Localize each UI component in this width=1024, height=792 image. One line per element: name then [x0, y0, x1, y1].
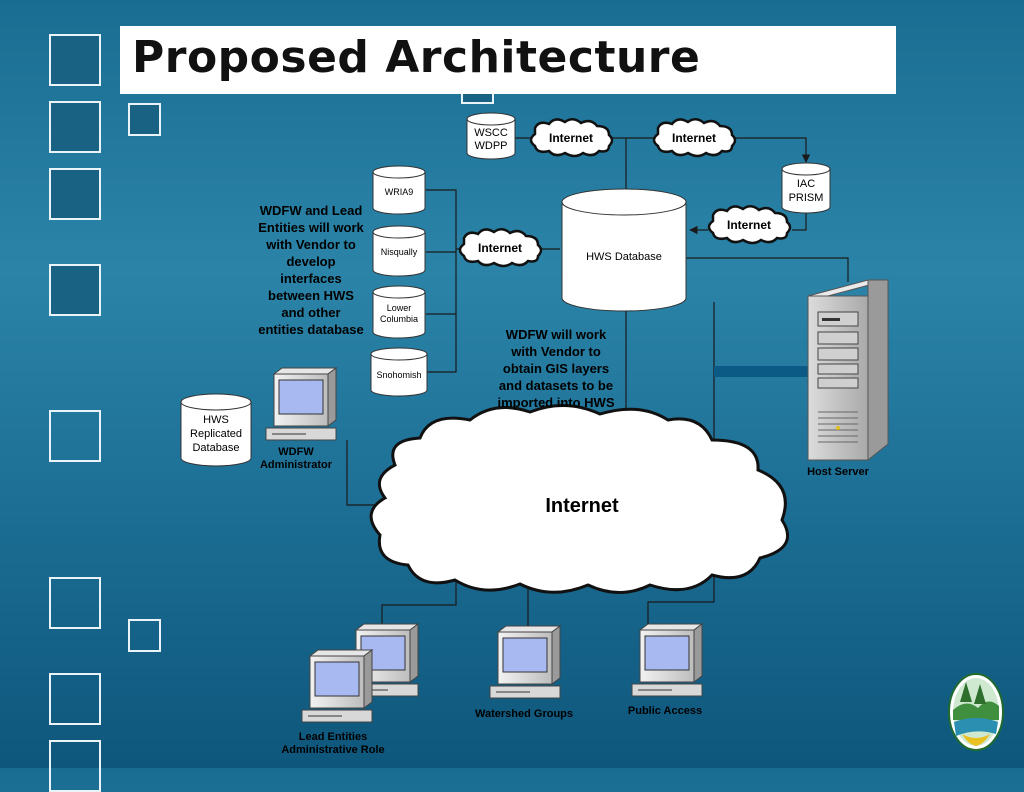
internet-cloud-small: Internet: [707, 205, 792, 245]
public-access-label: Public Access: [627, 705, 703, 717]
wdfw-admin-computer-icon: [265, 367, 338, 441]
database-label: Replicated: [190, 428, 242, 440]
wdfw-admin-label: WDFW Administrator: [259, 446, 333, 471]
database-label: Nisqually: [381, 247, 418, 257]
public-computer-icon: [631, 623, 704, 697]
lead-entities-label: Lead Entities Administrative Role: [281, 731, 385, 756]
database-label: HWS Database: [586, 251, 662, 263]
cloud-label: Internet: [478, 241, 522, 255]
database-label: IAC: [797, 178, 815, 190]
architecture-diagram: Internet Internet Internet Internet Inte…: [180, 112, 1004, 751]
note-interfaces: WDFW and Lead Entities will work with Ve…: [258, 203, 364, 337]
database-iac-prism: IAC PRISM: [781, 162, 831, 214]
database-wscc: WSCC WDPP: [466, 112, 516, 160]
decorative-square: [49, 34, 101, 86]
cloud-label: Internet: [727, 218, 771, 232]
page-title: Proposed Architecture: [132, 32, 701, 83]
wdfw-logo-icon: [948, 673, 1004, 751]
database-label: WRIA9: [385, 187, 414, 197]
database-label: Snohomish: [376, 370, 421, 380]
decorative-square: [49, 168, 101, 220]
decorative-square: [49, 577, 101, 629]
decorative-square: [49, 101, 101, 153]
database-label: WDPP: [475, 140, 508, 152]
database-lower-columbia: Lower Columbia: [372, 285, 426, 339]
database-snohomish: Snohomish: [370, 347, 428, 397]
database-label: Database: [192, 442, 239, 454]
decorative-square: [49, 410, 101, 462]
lead-entity-computer-front-icon: [301, 649, 374, 723]
internet-cloud-small: Internet: [652, 118, 737, 158]
decorative-square: [128, 103, 161, 136]
decorative-square: [49, 264, 101, 316]
database-label: Columbia: [380, 314, 418, 324]
database-label: WSCC: [474, 127, 508, 139]
internet-cloud-small: Internet: [529, 118, 614, 158]
cloud-label: Internet: [672, 131, 716, 145]
note-gis-layers: WDFW will work with Vendor to obtain GIS…: [497, 327, 615, 410]
decorative-square: [128, 619, 161, 652]
database-hws: HWS Database: [561, 188, 687, 312]
database-nisqually: Nisqually: [372, 225, 426, 277]
database-label: PRISM: [789, 192, 824, 204]
database-label: HWS: [203, 414, 229, 426]
host-server-icon: [807, 279, 889, 462]
title-box: Proposed Architecture: [120, 26, 896, 94]
internet-cloud-small: Internet: [458, 228, 543, 268]
watershed-computer-icon: [489, 625, 562, 699]
database-hws-replicated: HWS Replicated Database: [180, 393, 252, 467]
server-link-bar: [714, 366, 808, 377]
cloud-main-label: Internet: [545, 495, 619, 517]
database-label: Lower: [387, 303, 412, 313]
database-wria9: WRIA9: [372, 165, 426, 215]
internet-cloud-main: Internet: [369, 403, 790, 594]
watershed-groups-label: Watershed Groups: [475, 708, 573, 720]
connector-lines: [346, 137, 849, 628]
decorative-square: [49, 673, 101, 725]
host-server-label: Host Server: [807, 466, 869, 478]
cloud-label: Internet: [549, 131, 593, 145]
